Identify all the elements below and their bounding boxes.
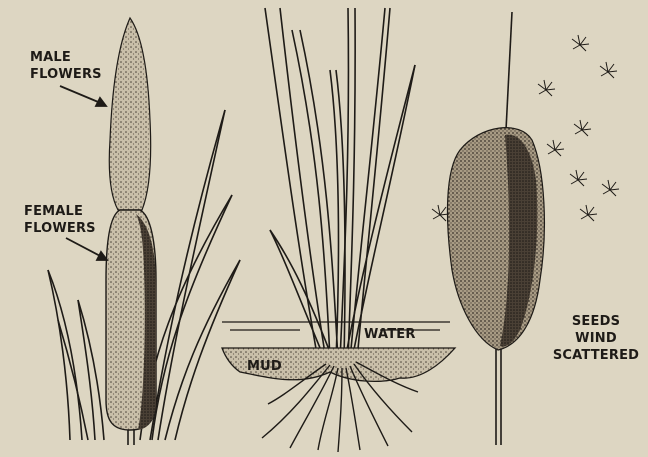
- female-flowers-label: FEMALE FLOWERS: [24, 203, 96, 237]
- seeds-line-1: SEEDS: [548, 313, 644, 330]
- seeds-line-3: SCATTERED: [548, 347, 644, 364]
- mud-label: MUD: [247, 358, 282, 375]
- female-flowers-line-2: FLOWERS: [24, 220, 96, 237]
- seeds-wind-scattered-label: SEEDS WIND SCATTERED: [548, 313, 644, 364]
- male-flowers-line-1: MALE: [30, 49, 102, 66]
- seeds-line-2: WIND: [548, 330, 644, 347]
- male-flowers-line-2: FLOWERS: [30, 66, 102, 83]
- water-label: WATER: [364, 326, 416, 343]
- male-flower-spike: [109, 18, 150, 210]
- male-flowers-label: MALE FLOWERS: [30, 49, 102, 83]
- rooted-cattail: [265, 8, 415, 367]
- female-flowers-line-1: FEMALE: [24, 203, 96, 220]
